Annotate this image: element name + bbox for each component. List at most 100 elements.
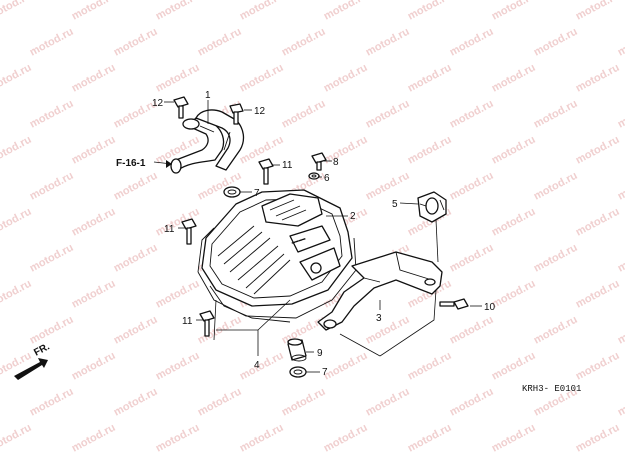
watermark-text: motod.ru <box>28 98 76 131</box>
watermark-text: motod.ru <box>28 242 76 275</box>
bolt-12-right <box>229 103 244 125</box>
watermark-text: motod.ru <box>154 278 202 311</box>
watermark-text: motod.ru <box>532 26 580 59</box>
watermark-text: motod.ru <box>70 422 118 455</box>
callout-6: 6 <box>324 173 330 184</box>
watermark-text: motod.ru <box>70 350 118 383</box>
callout-2: 2 <box>350 211 356 222</box>
watermark-text: motod.ru <box>574 0 622 23</box>
callout-4: 4 <box>254 360 260 371</box>
seal-7-upper <box>223 186 241 198</box>
watermark-text: motod.ru <box>616 386 625 419</box>
watermark-text: motod.ru <box>490 62 538 95</box>
watermark-text: motod.ru <box>196 170 244 203</box>
watermark-text: motod.ru <box>28 386 76 419</box>
watermark-text: motod.ru <box>280 98 328 131</box>
watermark-text: motod.ru <box>490 422 538 455</box>
watermark-text: motod.ru <box>238 350 286 383</box>
watermark-text: motod.ru <box>238 0 286 23</box>
reference-label: F-16-1 <box>116 158 146 169</box>
watermark-text: motod.ru <box>28 314 76 347</box>
callout-3: 3 <box>376 313 382 324</box>
watermark-text: motod.ru <box>280 26 328 59</box>
watermark-text: motod.ru <box>574 206 622 239</box>
watermark-text: motod.ru <box>448 98 496 131</box>
collar-9 <box>287 338 307 362</box>
watermark-text: motod.ru <box>616 170 625 203</box>
callout-11-left: 11 <box>164 224 175 235</box>
watermark-text: motod.ru <box>616 242 625 275</box>
watermark-text: motod.ru <box>70 0 118 23</box>
bolt-11-left <box>181 218 197 245</box>
callout-12-right: 12 <box>254 106 266 117</box>
watermark-text: motod.ru <box>154 62 202 95</box>
bolts <box>173 96 469 337</box>
watermark-text: motod.ru <box>532 314 580 347</box>
watermark-text: motod.ru <box>532 242 580 275</box>
cylinder-head-cover: ▬▬▬▬ <box>197 189 357 323</box>
callout-12-left: 12 <box>152 98 164 109</box>
watermark-text: motod.ru <box>364 170 412 203</box>
watermark-text: motod.ru <box>0 278 34 311</box>
watermark-text: motod.ru <box>28 26 76 59</box>
watermark-text: motod.ru <box>112 314 160 347</box>
grommet-clamp <box>417 191 447 223</box>
watermark-text: motod.ru <box>280 386 328 419</box>
front-direction-icon <box>14 358 48 380</box>
bolt-11-lower <box>199 310 215 337</box>
callout-11-upper: 11 <box>282 160 293 171</box>
watermark-text: motod.ru <box>532 170 580 203</box>
callout-9: 9 <box>317 348 323 359</box>
watermark-text: motod.ru <box>532 98 580 131</box>
watermark-text: motod.ru <box>70 206 118 239</box>
watermark-text: motod.ru <box>616 314 625 347</box>
svg-text:▬▬▬▬: ▬▬▬▬ <box>290 235 306 246</box>
watermark-text: motod.ru <box>70 134 118 167</box>
watermark-text: motod.ru <box>490 0 538 23</box>
watermark-text: motod.ru <box>0 134 34 167</box>
watermark-text: motod.ru <box>448 26 496 59</box>
watermark-text: motod.ru <box>0 206 34 239</box>
watermark-text: motod.ru <box>154 422 202 455</box>
watermark-text: motod.ru <box>322 422 370 455</box>
watermark-text: motod.ru <box>112 170 160 203</box>
watermark-text: motod.ru <box>0 422 34 455</box>
watermark-text: motod.ru <box>574 134 622 167</box>
watermark-text: motod.ru <box>364 386 412 419</box>
watermark-text: motod.ru <box>574 62 622 95</box>
callout-5: 5 <box>392 199 398 210</box>
washer-6 <box>308 172 320 180</box>
watermark-text: motod.ru <box>616 26 625 59</box>
watermark-text: motod.ru <box>112 26 160 59</box>
callout-1: 1 <box>205 90 211 101</box>
bolt-8 <box>311 152 327 171</box>
watermark-text: motod.ru <box>364 98 412 131</box>
watermark-text: motod.ru <box>490 350 538 383</box>
watermark-text: motod.ru <box>406 422 454 455</box>
watermark-text: motod.ru <box>490 278 538 311</box>
watermark-text: motod.ru <box>70 278 118 311</box>
watermark-text: motod.ru <box>448 242 496 275</box>
reference-arrow <box>153 160 173 168</box>
watermark-text: motod.ru <box>112 242 160 275</box>
washers <box>223 172 320 378</box>
watermark-text: motod.ru <box>322 0 370 23</box>
watermark-text: motod.ru <box>364 26 412 59</box>
watermark-text: motod.ru <box>490 134 538 167</box>
watermark-text: motod.ru <box>154 350 202 383</box>
seal-7-lower <box>289 366 307 378</box>
watermark-text: motod.ru <box>280 314 328 347</box>
watermark-text: motod.ru <box>574 278 622 311</box>
watermark-text: motod.ru <box>322 350 370 383</box>
watermark-text: motod.ru <box>448 314 496 347</box>
watermark-text: motod.ru <box>406 62 454 95</box>
watermark-text: motod.ru <box>490 206 538 239</box>
watermark-text: motod.ru <box>28 170 76 203</box>
stay-bracket <box>317 251 443 331</box>
callout-11-lower: 11 <box>182 316 193 327</box>
watermark-text: motod.ru <box>406 0 454 23</box>
watermark-text: motod.ru <box>196 386 244 419</box>
watermark-text: motod.ru <box>574 350 622 383</box>
